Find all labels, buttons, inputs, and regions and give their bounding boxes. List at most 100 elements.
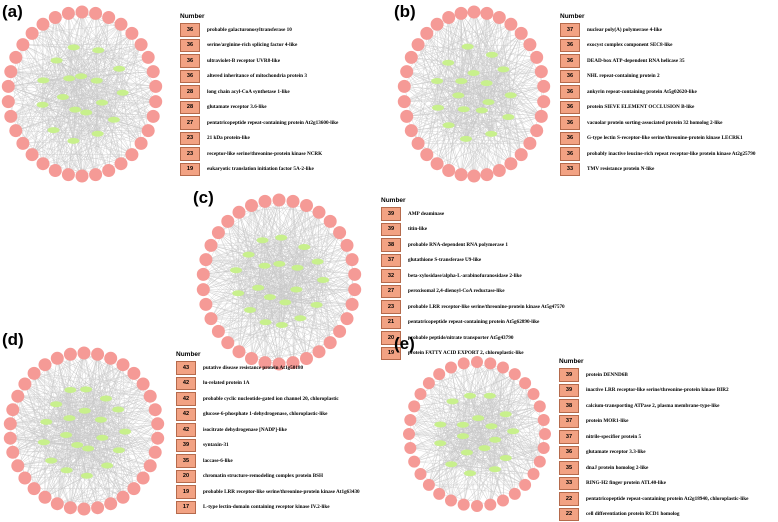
- network-edges: [10, 352, 158, 510]
- hub-gene-node: [467, 70, 480, 76]
- hub-gene-node: [119, 428, 132, 435]
- gene-description: pentatricopeptide repeat-containing prot…: [207, 119, 339, 126]
- gene-node: [430, 157, 444, 171]
- gene-node: [523, 136, 537, 150]
- hub-gene-node: [69, 106, 82, 113]
- gene-description: AMP deaminase: [408, 210, 445, 217]
- gene-description: chromatin structure-remodeling complex p…: [203, 473, 324, 480]
- gene-node: [232, 345, 246, 359]
- hub-gene-node: [480, 80, 493, 87]
- gene-node: [63, 347, 77, 361]
- gene-node: [148, 445, 162, 459]
- coexpression-network: [3, 346, 165, 516]
- gene-node: [471, 356, 483, 368]
- gene-description: eukaryotic translation initiation factor…: [207, 166, 314, 173]
- gene-node: [6, 403, 20, 417]
- gene-node: [433, 368, 446, 381]
- gene-node: [136, 377, 150, 391]
- coexpression-network: [403, 356, 551, 512]
- gene-description: inactive LRR receptor-like serine/threon…: [586, 387, 729, 394]
- gene-node: [414, 388, 427, 400]
- gene-description: NHL repeat-containing protein 2: [587, 73, 660, 80]
- gene-description: long chain acyl-CoA synthetase 1-like: [207, 88, 290, 95]
- gene-description: probable LRR receptor-like serine/threon…: [203, 488, 360, 495]
- gene-node: [258, 356, 272, 370]
- hub-gene-node: [456, 421, 469, 428]
- gene-node: [196, 283, 210, 297]
- degree-count: 36: [560, 131, 580, 145]
- gene-node: [1, 79, 15, 93]
- table-header: Number: [560, 13, 585, 20]
- coexpression-network: [397, 5, 551, 183]
- gene-node: [530, 124, 544, 138]
- degree-count: 36: [560, 54, 580, 68]
- gene-node: [204, 312, 218, 326]
- gene-node: [9, 124, 23, 138]
- gene-node: [11, 389, 25, 403]
- gene-node: [457, 357, 470, 370]
- gene-description: laccase-6-like: [203, 457, 233, 464]
- hub-gene-node: [497, 66, 510, 73]
- degree-count: 42: [176, 423, 196, 437]
- hub-gene-node: [275, 234, 288, 241]
- degree-count: 39: [559, 368, 579, 382]
- hub-gene-node: [67, 137, 80, 144]
- gene-node: [484, 498, 497, 511]
- gene-node: [245, 199, 258, 212]
- hub-gene-node: [317, 277, 330, 283]
- degree-count: 36: [560, 38, 580, 52]
- degree-count: 33: [559, 476, 579, 490]
- gene-node: [345, 253, 359, 267]
- gene-node: [89, 6, 103, 20]
- hub-gene-node: [485, 423, 498, 430]
- gene-node: [18, 471, 32, 485]
- hub-gene-node: [478, 445, 491, 452]
- degree-count: 38: [381, 238, 401, 252]
- hub-gene-node: [483, 392, 496, 399]
- gene-description: ultraviolet-B receptor UVR8-like: [207, 57, 280, 64]
- hub-gene-node: [244, 307, 256, 313]
- gene-node: [48, 11, 62, 24]
- hub-gene-node: [464, 392, 476, 399]
- degree-count: 36: [560, 116, 580, 130]
- gene-node: [519, 377, 532, 390]
- degree-count: 19: [381, 346, 401, 360]
- hub-gene-node: [96, 99, 108, 106]
- gene-node: [537, 414, 550, 426]
- hub-gene-node: [455, 78, 468, 85]
- gene-node: [397, 79, 411, 93]
- gene-node: [539, 428, 551, 440]
- gene-node: [537, 79, 551, 93]
- gene-node: [348, 267, 362, 281]
- gene-node: [300, 199, 313, 212]
- panel-label: (e): [394, 334, 415, 353]
- gene-description: ankyrin repeat-containing protein At5g02…: [587, 88, 697, 95]
- gene-node: [77, 502, 91, 516]
- degree-count: 20: [381, 331, 401, 345]
- hub-gene-node: [460, 449, 473, 456]
- degree-count: 37: [559, 430, 579, 444]
- gene-node: [199, 253, 213, 267]
- gene-description: calcium-transporting ATPase 2, plasma me…: [586, 402, 720, 409]
- hub-gene-node: [116, 89, 129, 96]
- gene-description: isocitrate dehydrogenase [NADP]-like: [203, 426, 287, 433]
- gene-node: [127, 482, 141, 496]
- gene-description: receptor-like serine/threonine-protein k…: [207, 150, 323, 157]
- degree-count: 37: [381, 253, 401, 267]
